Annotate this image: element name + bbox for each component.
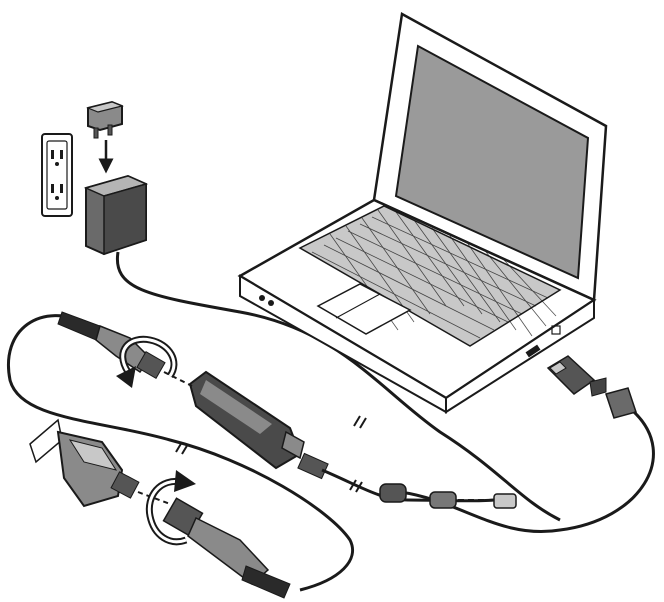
device-port xyxy=(30,420,139,506)
interface-cable xyxy=(322,470,494,501)
usb-connector xyxy=(548,356,636,418)
ferrite-bead-2 xyxy=(430,492,456,508)
wall-outlet xyxy=(42,134,72,216)
laptop xyxy=(240,14,606,412)
sensor-connector xyxy=(164,498,290,598)
sensor-cable-boot xyxy=(58,312,165,378)
plug-adapter xyxy=(88,102,122,138)
power-adapter xyxy=(86,176,146,254)
ferrite-bead-1 xyxy=(380,484,406,502)
interface-connector xyxy=(190,372,328,479)
